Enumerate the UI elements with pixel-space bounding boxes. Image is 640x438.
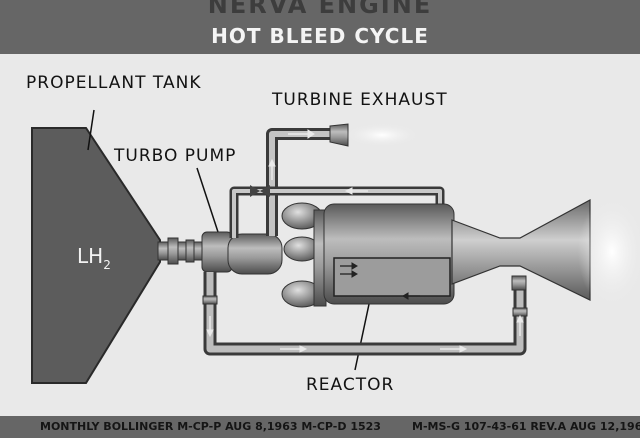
footer-band (0, 416, 640, 438)
hot-bleed-pipe-inner (232, 189, 442, 238)
lh2-label-subscript: 2 (103, 258, 111, 272)
header-band: NERVA ENGINE HOT BLEED CYCLE (0, 0, 640, 54)
lh2-label-main: LH (77, 244, 104, 268)
turbine-exhaust-label: TURBINE EXHAUST (272, 90, 448, 110)
outlet-coupling (167, 237, 179, 265)
footer-right: M-MS-G 107-43-61 REV.A AUG 12,1963 (412, 420, 640, 433)
reactor-core (333, 257, 451, 297)
exhaust-nozzle (329, 123, 349, 147)
exhaust-plume (344, 123, 420, 147)
lh2-label: LH2 (77, 244, 111, 272)
outlet-coupling-2 (185, 239, 195, 263)
footer-left: MONTHLY BOLLINGER M-CP-P AUG 8,1963 M-CP… (40, 420, 381, 433)
flow-arrows (206, 129, 524, 353)
propellant-tank-leader (87, 109, 95, 151)
reactor-label: REACTOR (306, 375, 395, 395)
pump-outlet-coupling (202, 295, 218, 305)
diagram-title: NERVA ENGINE (207, 0, 433, 19)
propellant-tank-label: PROPELLANT TANK (26, 73, 202, 93)
turbo-pump-leader (196, 167, 219, 233)
tank-outlet-pipe (157, 241, 207, 261)
turbo-pump-turbine (227, 233, 283, 275)
bleed-valve-b (260, 185, 270, 197)
reactor-flow-arrows (340, 262, 420, 300)
nozzle-inlet-fitting (511, 275, 527, 291)
bleed-valve (250, 185, 260, 197)
turbo-pump-label: TURBO PUMP (114, 146, 237, 166)
rocket-nozzle (451, 198, 591, 301)
loop-coupling (512, 307, 528, 317)
nozzle-plume (578, 196, 640, 308)
propellant-tank-shape (31, 127, 161, 384)
diagram-subtitle: HOT BLEED CYCLE (211, 24, 429, 48)
